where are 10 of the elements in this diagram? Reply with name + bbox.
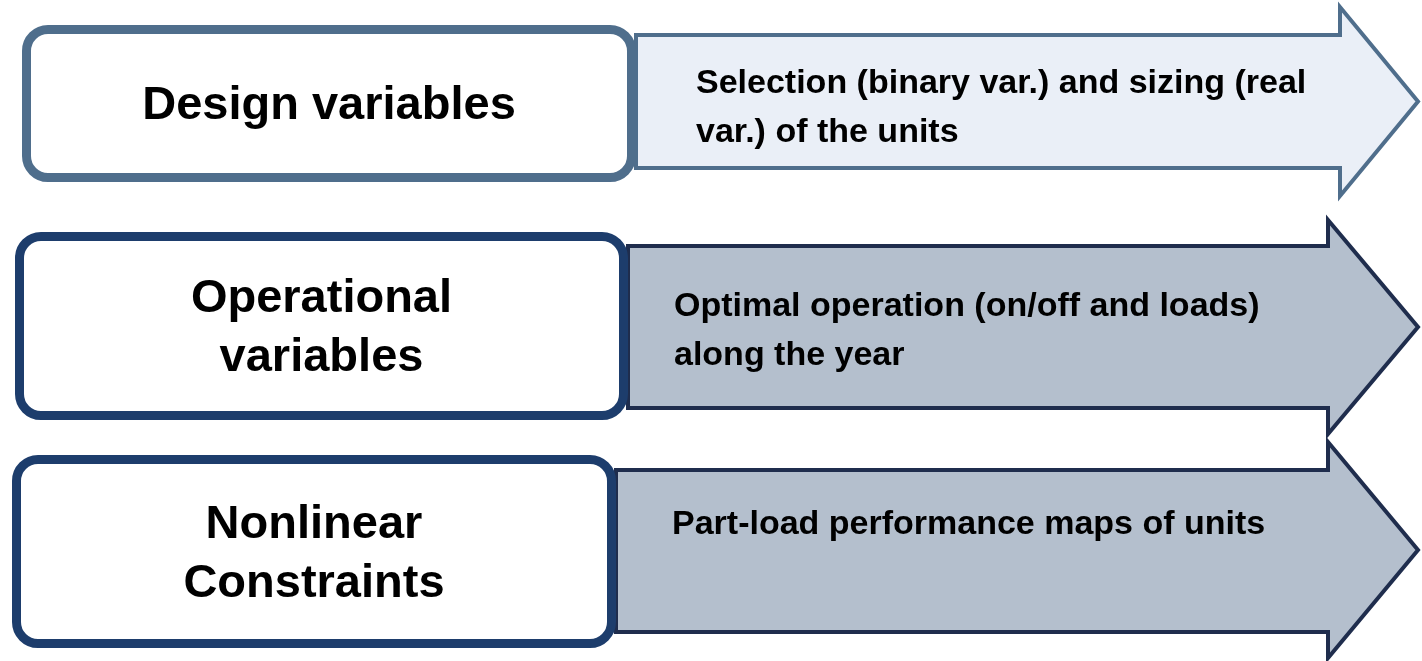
label-box <box>15 232 628 420</box>
arrow-text: Optimal operation (on/off and loads) along the year <box>674 284 1261 375</box>
arrow-text: Selection (binary var.) and sizing (real var.) of the units <box>696 61 1308 152</box>
box-label: Nonlinear Constraints <box>182 493 446 609</box>
label-box <box>22 25 636 182</box>
arrow-shape <box>616 440 1420 660</box>
box-label: Operational variables <box>189 268 454 383</box>
box-label: Design variables <box>142 75 516 132</box>
arrow-text: Part-load performance maps of units <box>672 502 1267 543</box>
label-box <box>12 455 616 648</box>
